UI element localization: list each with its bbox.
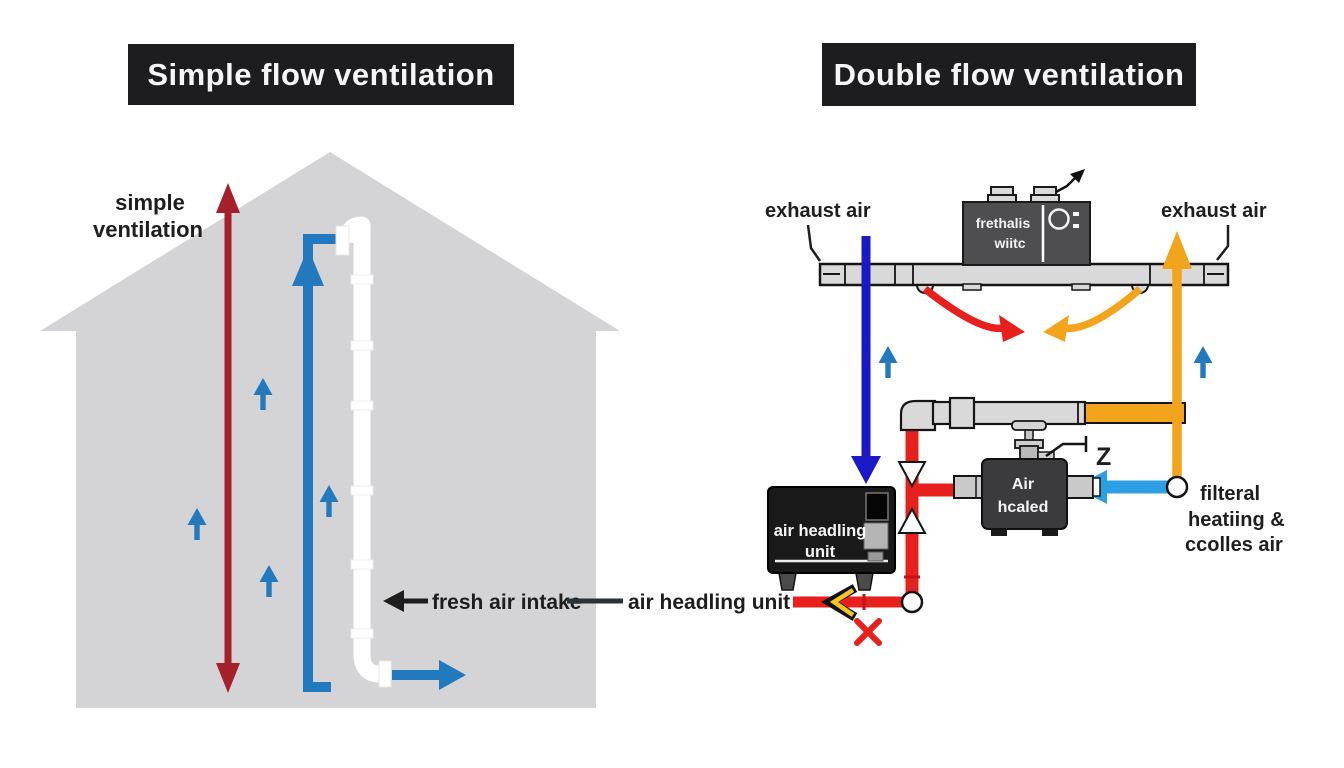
indicator-mark bbox=[1073, 212, 1079, 216]
pointer-line bbox=[806, 224, 822, 262]
exhaust-air-label-left: exhaust air bbox=[765, 200, 871, 222]
house bbox=[40, 152, 620, 708]
left-panel-title: Simple flow ventilation bbox=[128, 44, 514, 105]
pipe-joint-icon bbox=[900, 590, 924, 614]
exhaust-air-callout-right: exhaust air bbox=[1161, 200, 1267, 261]
blue-arrowhead-up bbox=[292, 248, 324, 286]
rooftop-fan-unit: frethalis wiitc bbox=[962, 169, 1091, 266]
red-x-marker-icon bbox=[854, 618, 882, 646]
z-callout: Z bbox=[1045, 436, 1111, 471]
heater-label-line2: hcaled bbox=[998, 499, 1049, 516]
simple-ventilation-line1: simple bbox=[115, 190, 185, 215]
red-arrowhead-down bbox=[216, 663, 240, 693]
check-valve-icon bbox=[897, 506, 927, 534]
fresh-air-intake-label: fresh air intake bbox=[432, 591, 581, 614]
blue-supply-pipe bbox=[292, 234, 346, 692]
red-supply-pipe bbox=[793, 424, 962, 646]
pointer-line bbox=[1216, 225, 1230, 261]
heater-box: Air hcaled bbox=[953, 420, 1101, 536]
blue-outlet-arrow-icon bbox=[392, 660, 466, 690]
filtered-air-line3: ccolles air bbox=[1185, 534, 1283, 556]
airflow-up-arrow-icon bbox=[1193, 346, 1213, 378]
airflow-up-arrow-icon bbox=[878, 346, 898, 378]
pipe-collar bbox=[350, 340, 374, 351]
orange-recirculation-arrow-icon bbox=[1043, 286, 1143, 342]
exhaust-air-callout-left: exhaust air bbox=[765, 200, 871, 262]
duct-collar bbox=[948, 396, 976, 430]
pipe-flange-top bbox=[335, 225, 350, 256]
pipe-flange-bottom bbox=[378, 660, 392, 688]
house-body bbox=[76, 330, 596, 708]
simple-ventilation-line2: ventilation bbox=[93, 217, 203, 242]
simple-ventilation-label: simple ventilation bbox=[93, 190, 203, 242]
valve-icon bbox=[1011, 420, 1055, 464]
control-panel bbox=[867, 551, 884, 562]
exhaust-direction-arrowhead bbox=[1070, 169, 1085, 183]
exhaust-air-label-right: exhaust air bbox=[1161, 200, 1267, 222]
heater-foot bbox=[1042, 529, 1058, 536]
red-arrowhead-up bbox=[216, 183, 240, 213]
duct-orange-section bbox=[1084, 402, 1186, 424]
check-valve-icon bbox=[897, 461, 927, 489]
middle-duct bbox=[899, 396, 1186, 432]
rooftop-unit-label-line2: wiitc bbox=[993, 235, 1025, 251]
air-handling-unit-label: air headling unit bbox=[628, 591, 790, 614]
fresh-air-intake-callout: fresh air intake air headling unit bbox=[383, 590, 790, 614]
pipe-collar bbox=[350, 485, 374, 496]
vent-cap bbox=[990, 186, 1014, 196]
ahu-box-label-line1: air headling bbox=[774, 522, 867, 540]
rooftop-unit-label-line1: frethalis bbox=[976, 215, 1031, 231]
duct-mount-step bbox=[1071, 283, 1091, 291]
heater-port-right bbox=[1066, 475, 1094, 499]
right-panel-title: Double flow ventilation bbox=[822, 43, 1196, 106]
z-marker-label: Z bbox=[1096, 443, 1111, 471]
duct-elbow bbox=[899, 399, 937, 432]
filtered-air-line1: filteral bbox=[1200, 483, 1260, 505]
filtered-air-line2: heatiing & bbox=[1188, 509, 1285, 531]
red-recirculation-arrow-icon bbox=[922, 286, 1025, 342]
exhaust-riser-arrow-icon bbox=[1162, 231, 1192, 480]
unit-foot bbox=[855, 572, 874, 591]
control-panel bbox=[865, 492, 889, 521]
unit-foot bbox=[778, 572, 797, 591]
exhaust-direction-arrow-icon bbox=[1055, 176, 1077, 194]
control-panel bbox=[863, 522, 889, 550]
vent-cap bbox=[1033, 186, 1057, 196]
pipe-collar bbox=[350, 628, 374, 639]
black-left-arrow-icon bbox=[383, 590, 404, 612]
heater-label-line1: Air bbox=[1012, 476, 1034, 493]
extract-air-arrow-icon bbox=[851, 236, 881, 484]
heater-port-left bbox=[953, 475, 983, 499]
heater-foot bbox=[991, 529, 1007, 536]
heater-port-gap bbox=[1092, 477, 1101, 497]
red-stack-arrow-icon bbox=[216, 183, 240, 693]
pipe-collar bbox=[350, 559, 374, 570]
pipe-collar bbox=[350, 274, 374, 285]
pipe-joint-icon bbox=[1165, 475, 1189, 499]
indicator-mark bbox=[1073, 224, 1079, 228]
white-stack-pipe bbox=[335, 216, 392, 688]
pipe-collar bbox=[350, 400, 374, 411]
filtered-air-label: filteral heatiing & ccolles air bbox=[1185, 483, 1285, 556]
fan-indicator-icon bbox=[1048, 208, 1070, 230]
chevron-arrow-inner bbox=[829, 588, 855, 617]
ahu-box-label-line2: unit bbox=[805, 543, 836, 561]
pointer-line bbox=[1045, 442, 1086, 458]
duct-mount-step bbox=[962, 283, 982, 291]
air-handling-unit-box: air headling unit bbox=[767, 486, 896, 591]
